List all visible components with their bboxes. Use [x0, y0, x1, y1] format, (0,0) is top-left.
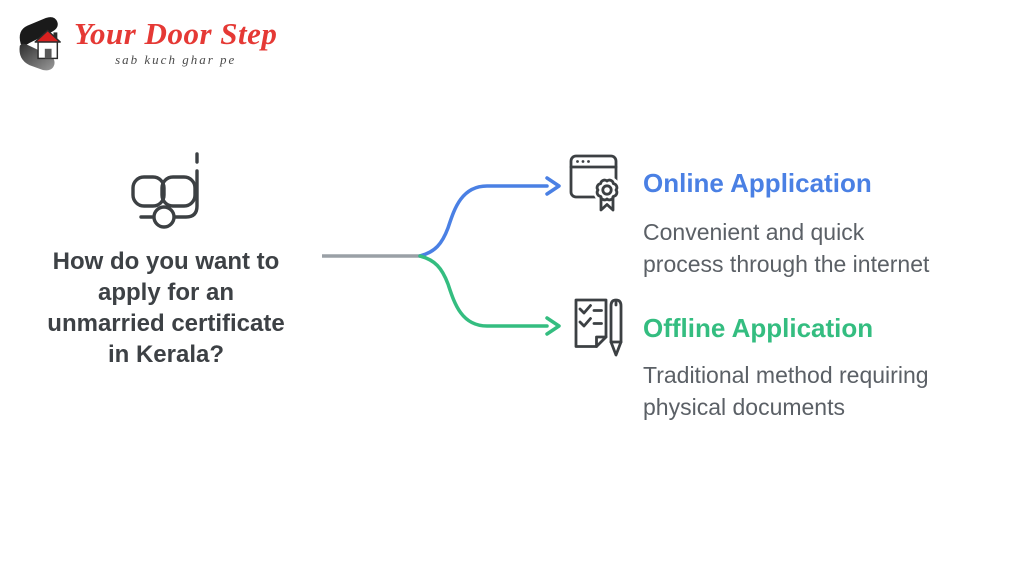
house-logo-icon: [19, 17, 61, 71]
document-pen-icon: [574, 298, 623, 357]
brand-name: Your Door Step: [74, 15, 278, 51]
online-arrowhead-icon: [545, 176, 561, 196]
scuba-mask-icon: [131, 152, 199, 229]
online-application-description: Convenient and quick process through the…: [643, 219, 930, 277]
brand-tagline: sab kuch ghar pe: [115, 52, 237, 68]
online-application-title: Online Application: [643, 168, 872, 198]
question-text: How do you want to apply for an unmarrie…: [47, 248, 285, 368]
branch-connector: [322, 176, 561, 336]
offline-application-title: Offline Application: [643, 313, 874, 343]
online-branch-line: [418, 184, 549, 258]
logo-text: Your Door Step sab kuch ghar pe: [74, 15, 278, 69]
logo: Your Door Step sab kuch ghar pe: [14, 14, 277, 72]
offline-application-description: Traditional method requiring physical do…: [643, 362, 929, 420]
offline-branch-line: [418, 254, 549, 328]
browser-certificate-icon: [569, 154, 621, 212]
offline-arrowhead-icon: [545, 316, 561, 336]
